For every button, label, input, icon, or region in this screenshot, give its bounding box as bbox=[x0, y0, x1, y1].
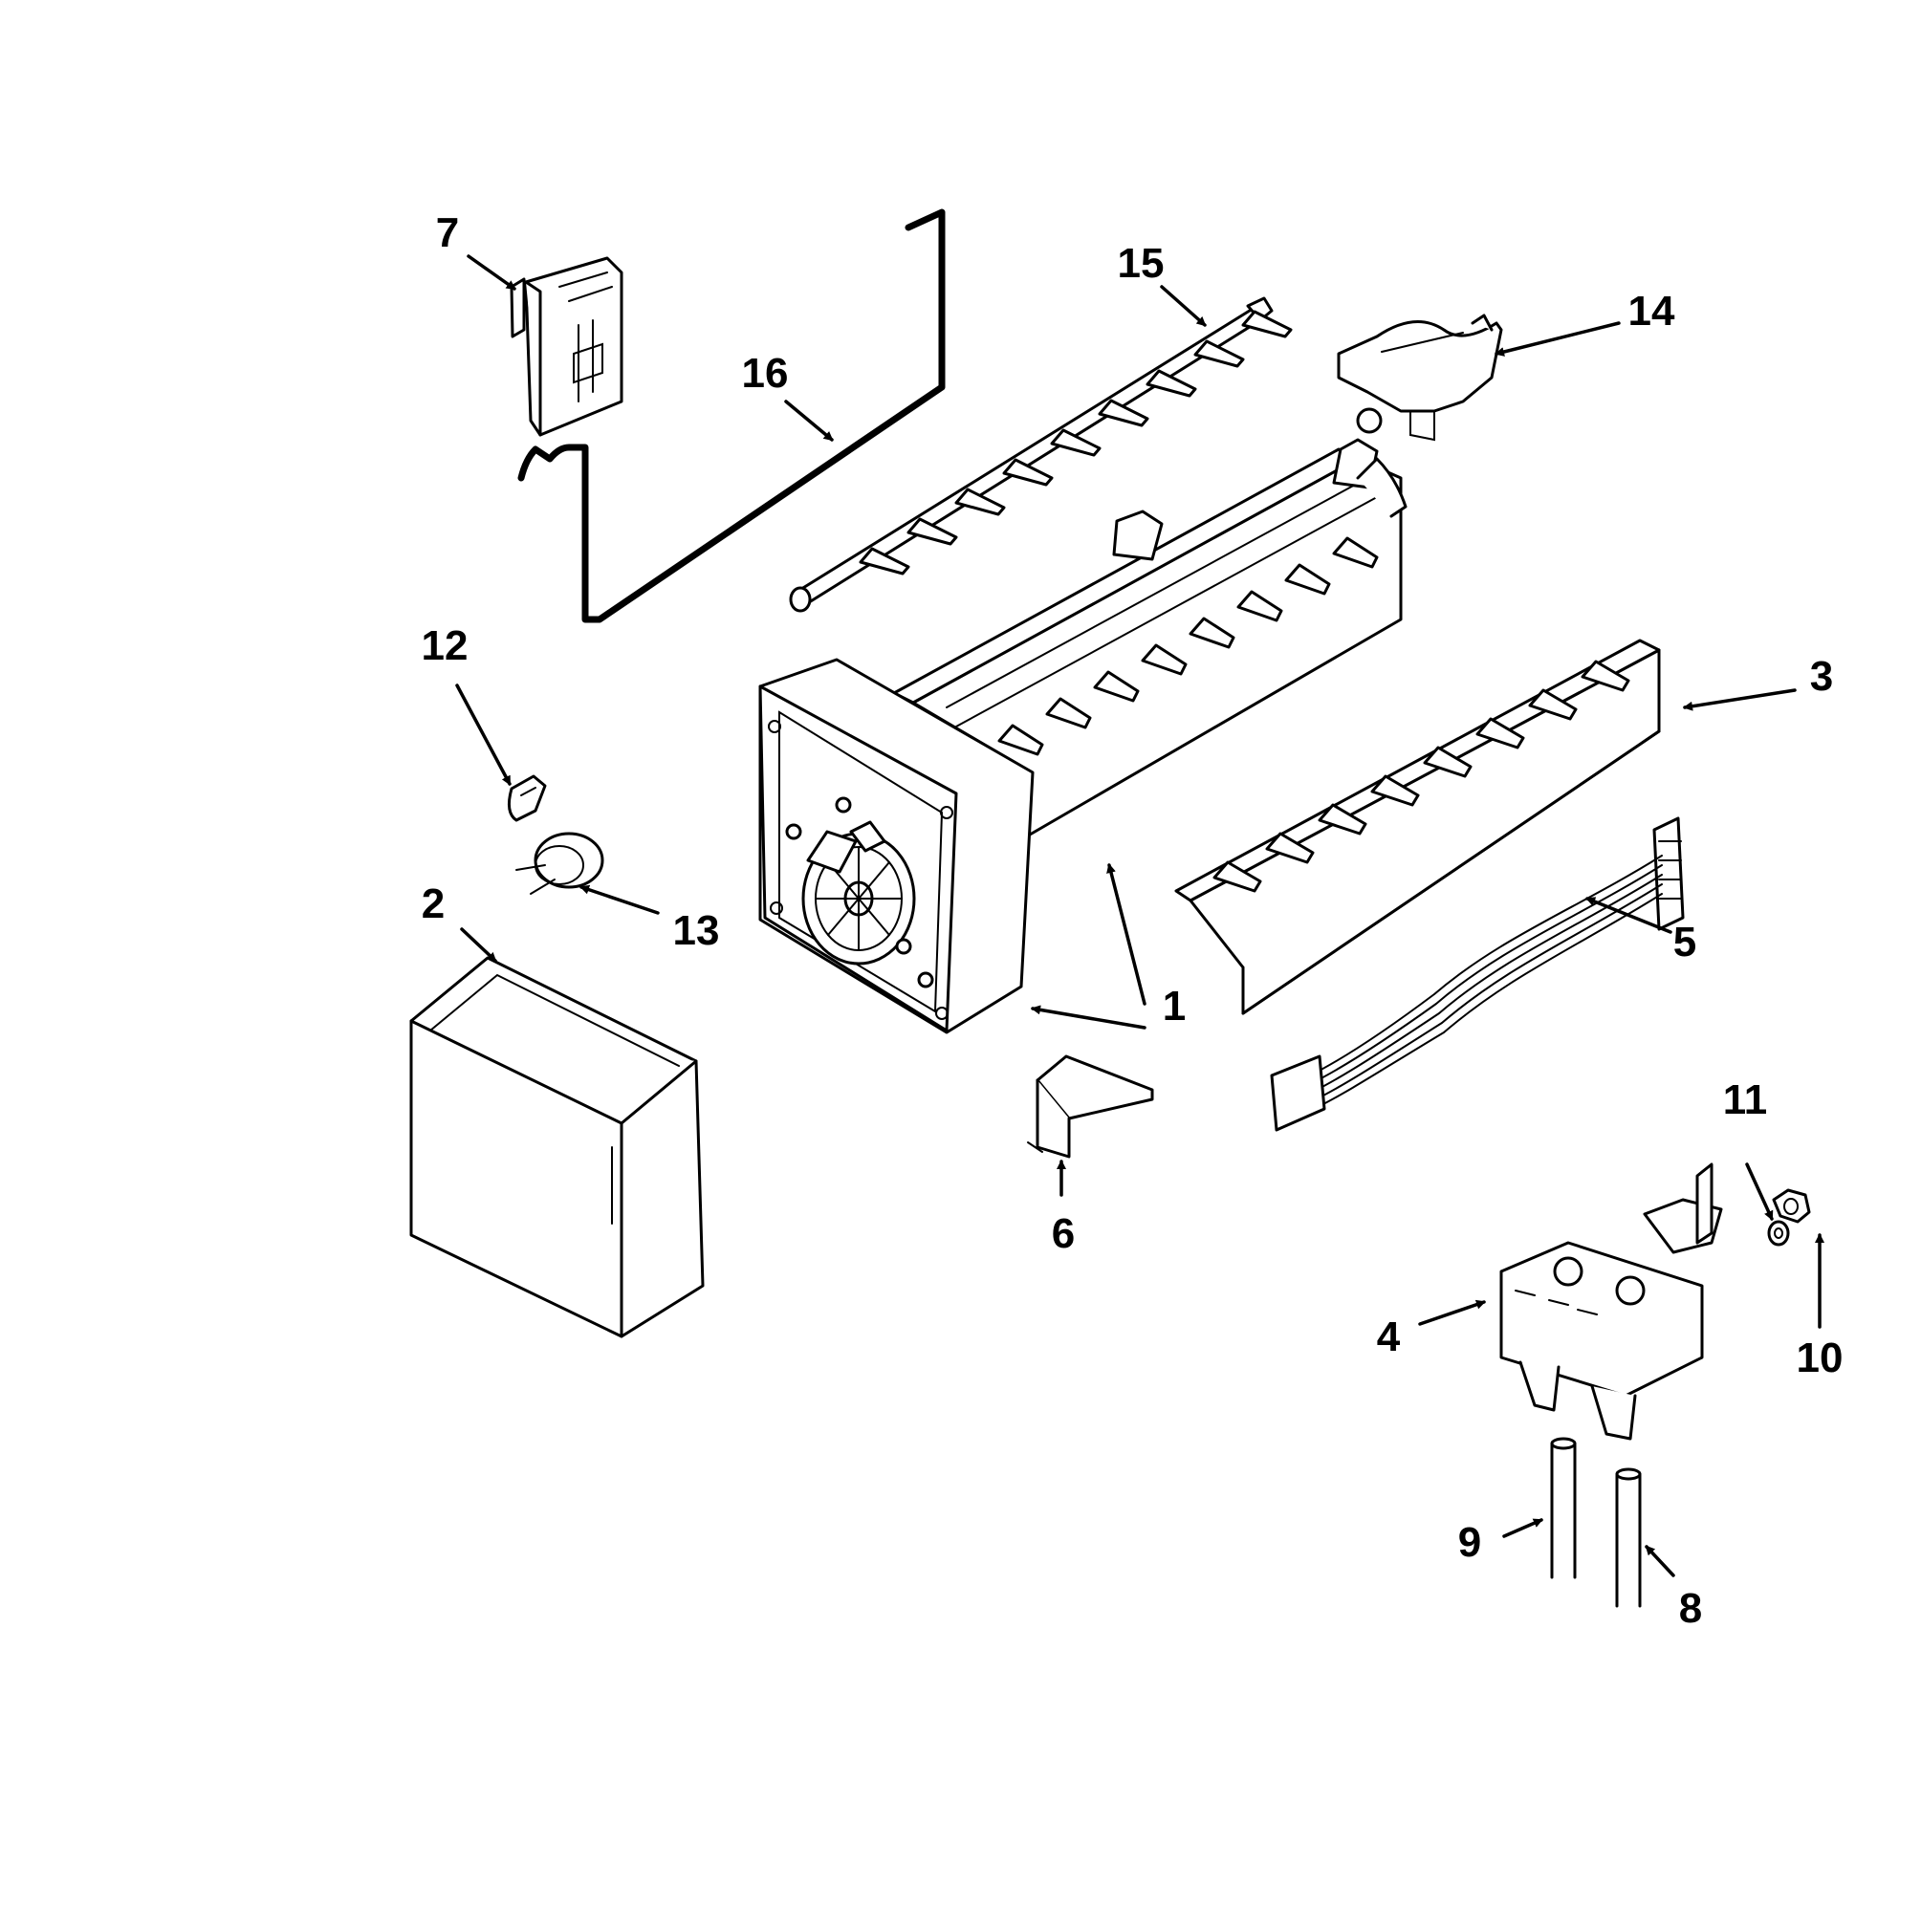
part-14-arm bbox=[1337, 314, 1503, 442]
callout-14: 14 bbox=[1628, 288, 1675, 335]
ejector-blade bbox=[954, 488, 1006, 516]
ejector-blade bbox=[859, 547, 910, 575]
callout-10: 10 bbox=[1797, 1335, 1844, 1381]
callout-11: 11 bbox=[1723, 1076, 1768, 1123]
leader-12 bbox=[455, 684, 512, 786]
mold-finger bbox=[1141, 643, 1188, 676]
callout-4: 4 bbox=[1377, 1313, 1401, 1360]
stripper-finger bbox=[1475, 717, 1525, 749]
part-3-stripper bbox=[1174, 639, 1661, 1015]
stripper-finger bbox=[1581, 660, 1630, 692]
ejector-blade bbox=[1146, 369, 1197, 398]
part-8-tube bbox=[1615, 1467, 1642, 1608]
stripper-finger bbox=[1423, 746, 1473, 778]
leader-1b bbox=[1031, 1005, 1146, 1030]
part-15-ejector bbox=[789, 296, 1293, 613]
part-1-icemaker bbox=[758, 438, 1408, 1034]
callout-15: 15 bbox=[1118, 240, 1165, 287]
ejector-blade bbox=[1050, 428, 1102, 457]
part-10-nut bbox=[1772, 1188, 1811, 1224]
stripper-finger bbox=[1265, 832, 1315, 864]
leader-11 bbox=[1745, 1162, 1774, 1221]
part-9-tube bbox=[1550, 1437, 1577, 1579]
leader-9 bbox=[1502, 1518, 1543, 1538]
part-13-thermostat bbox=[515, 832, 604, 895]
part-12-clip bbox=[507, 774, 547, 822]
mold-finger bbox=[1332, 536, 1379, 569]
callout-8: 8 bbox=[1679, 1585, 1702, 1632]
leader-5 bbox=[1585, 897, 1672, 934]
part-4-valve bbox=[1499, 1162, 1723, 1441]
callout-16: 16 bbox=[742, 350, 789, 397]
callout-1: 1 bbox=[1163, 983, 1186, 1030]
leader-7 bbox=[467, 254, 516, 291]
ejector-blade bbox=[906, 517, 958, 546]
leader-4 bbox=[1418, 1299, 1486, 1326]
mold-finger bbox=[1284, 563, 1331, 596]
callout-6: 6 bbox=[1052, 1210, 1075, 1257]
callout-13: 13 bbox=[673, 907, 720, 954]
callout-7: 7 bbox=[436, 209, 459, 256]
ejector-blade bbox=[1241, 310, 1293, 338]
part-2-cover bbox=[409, 956, 705, 1338]
part-11-ferrule bbox=[1767, 1220, 1790, 1247]
leader-14 bbox=[1495, 321, 1621, 357]
leader-3 bbox=[1683, 688, 1797, 711]
stripper-finger bbox=[1318, 803, 1367, 836]
leader-8 bbox=[1645, 1545, 1675, 1577]
part-6-bracket bbox=[1027, 1054, 1154, 1159]
stripper-finger bbox=[1528, 688, 1578, 721]
stripper-finger bbox=[1212, 860, 1262, 893]
callout-12: 12 bbox=[422, 622, 469, 669]
callout-5: 5 bbox=[1673, 919, 1696, 966]
leader-2 bbox=[460, 927, 497, 963]
callout-labels: 7 16 15 14 12 2 13 3 5 1 6 4 11 10 9 8 bbox=[422, 209, 1844, 1632]
ejector-blade bbox=[1002, 458, 1054, 487]
leader-15 bbox=[1160, 285, 1207, 327]
mold-finger bbox=[1189, 617, 1235, 649]
callout-3: 3 bbox=[1810, 653, 1833, 700]
leader-1a bbox=[1106, 863, 1146, 1006]
ejector-blade bbox=[1098, 399, 1149, 427]
stripper-finger bbox=[1370, 774, 1420, 807]
mold-finger bbox=[997, 724, 1044, 756]
mold-finger bbox=[1045, 697, 1092, 729]
leader-16 bbox=[784, 400, 834, 442]
ejector-blade bbox=[1193, 339, 1245, 368]
leader-13 bbox=[579, 884, 660, 915]
callout-9: 9 bbox=[1458, 1519, 1481, 1566]
callout-2: 2 bbox=[422, 880, 445, 927]
part-7-bracket bbox=[510, 256, 623, 437]
mold-finger bbox=[1093, 670, 1140, 703]
part-16-wire bbox=[517, 208, 946, 623]
mold-finger bbox=[1236, 590, 1283, 622]
leader-lines bbox=[455, 254, 1824, 1577]
